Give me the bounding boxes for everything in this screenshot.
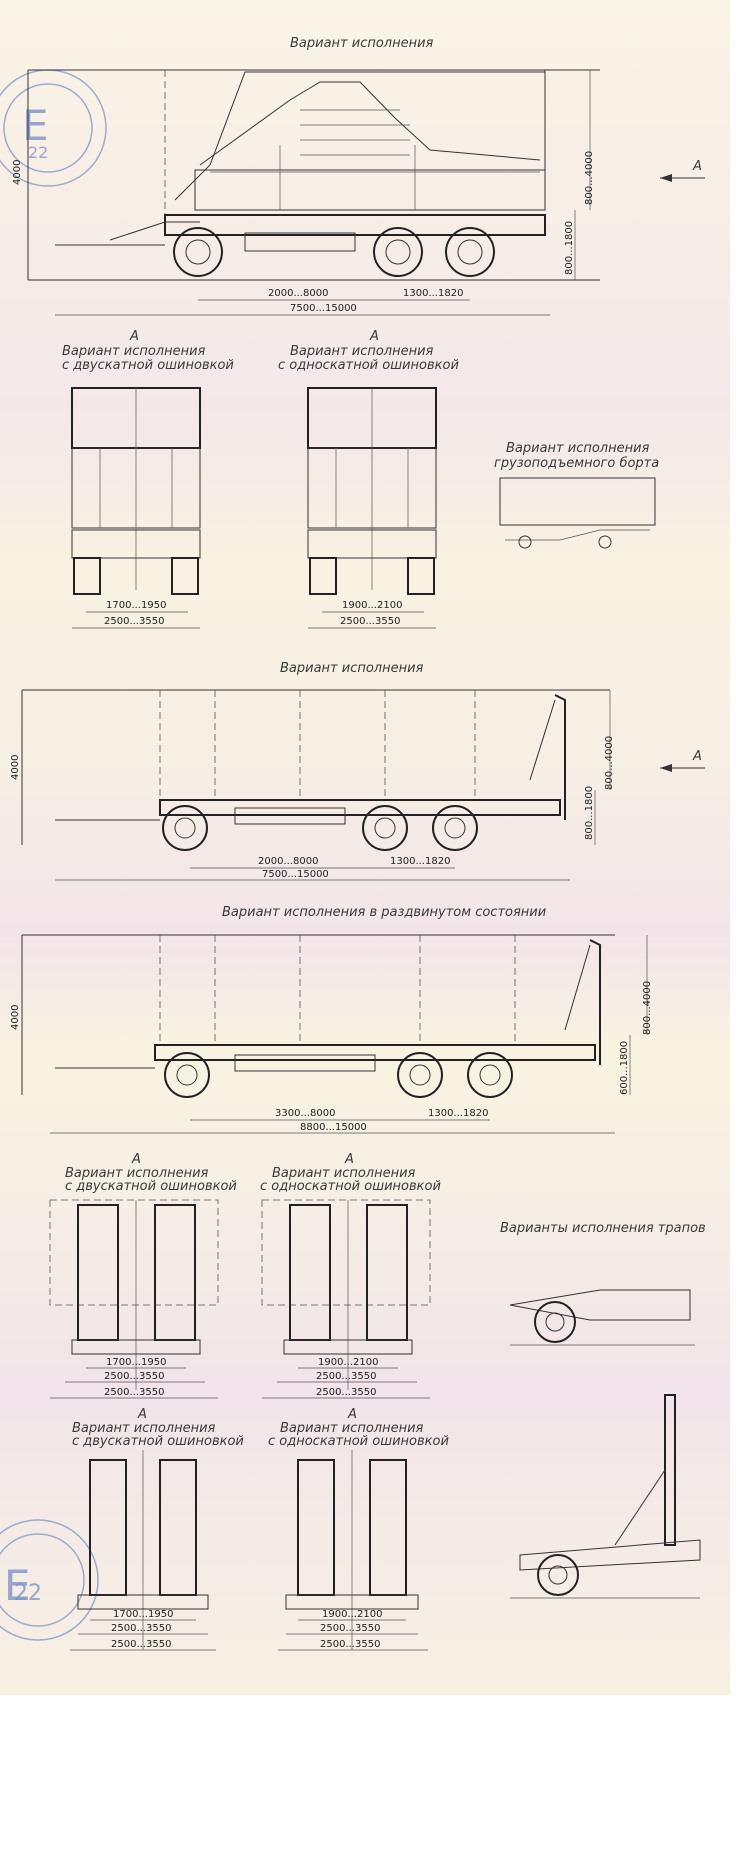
mid-title: Вариант исполнения bbox=[280, 661, 424, 676]
ramps-title: Варианты исполнения трапов bbox=[500, 1221, 706, 1236]
rear-views-row3: A Вариант исполнения с двускатной ошинов… bbox=[70, 1407, 449, 1651]
top-dim-length: 7500...15000 bbox=[290, 303, 357, 314]
stamp-number-2: 22 bbox=[14, 1581, 42, 1606]
top-title: Вариант исполнения bbox=[290, 36, 434, 51]
extended-side-view: Вариант исполнения в раздвинутом состоян… bbox=[10, 905, 653, 1134]
r1-mid-title1: Вариант исполнения bbox=[290, 344, 434, 359]
top-dim-body: 800...4000 bbox=[584, 151, 595, 205]
r3-mid-arrow: A bbox=[347, 1407, 357, 1422]
drawing-sheet: E 22 E 22 Вариант исполнения bbox=[0, 0, 730, 1695]
stamp-letter-2: E bbox=[4, 1561, 31, 1610]
stamp-top: E 22 bbox=[0, 69, 107, 187]
r1-mid-arrow: A bbox=[369, 329, 379, 344]
r1-mid-dim-inner: 1900...2100 bbox=[342, 600, 402, 611]
top-side-view: Вариант исполнения 2000...8000 1300...18… bbox=[12, 36, 705, 316]
stamp-letter: E bbox=[22, 101, 49, 150]
ext-dim-deck: 600...1800 bbox=[619, 1041, 630, 1095]
stamp-bottom: E 22 bbox=[0, 1519, 99, 1641]
r1-left-title1: Вариант исполнения bbox=[62, 344, 206, 359]
r1-right-title2: грузоподъемного борта bbox=[494, 456, 659, 471]
r2-left-arrow: A bbox=[131, 1152, 141, 1167]
mid-dim-length: 7500...15000 bbox=[262, 869, 329, 880]
technical-drawing: E 22 E 22 Вариант исполнения bbox=[0, 36, 706, 1651]
r3-mid-dim-inner: 1900...2100 bbox=[322, 1609, 382, 1620]
r3-mid-dim-outer: 2500...3550 bbox=[320, 1639, 380, 1650]
r2-left-dim-outer: 2500...3550 bbox=[104, 1387, 164, 1398]
r1-left-dim-outer: 2500...3550 bbox=[104, 616, 164, 627]
r2-mid-title1: Вариант исполнения bbox=[272, 1166, 416, 1181]
r1-left-title2: с двускатной ошиновкой bbox=[62, 358, 234, 373]
r1-mid-title2: с односкатной ошиновкой bbox=[278, 358, 459, 373]
r2-mid-dim-inner: 1900...2100 bbox=[318, 1357, 378, 1368]
mid-arrow-a: A bbox=[692, 749, 702, 764]
top-dim-axle: 1300...1820 bbox=[403, 288, 463, 299]
top-arrow-a: A bbox=[692, 159, 702, 174]
r3-left-dim-outer: 2500...3550 bbox=[111, 1639, 171, 1650]
r2-mid-dim-mid: 2500...3550 bbox=[316, 1371, 376, 1382]
mid-dim-wheelbase: 2000...8000 bbox=[258, 856, 318, 867]
r3-mid-dim-mid: 2500...3550 bbox=[320, 1623, 380, 1634]
ext-dim-body: 800...4000 bbox=[642, 981, 653, 1035]
r2-mid-dim-outer: 2500...3550 bbox=[316, 1387, 376, 1398]
ext-dim-length: 8800...15000 bbox=[300, 1122, 367, 1133]
ext-dim-axle: 1300...1820 bbox=[428, 1108, 488, 1119]
stamp-number: 22 bbox=[28, 143, 48, 162]
r1-right-title1: Вариант исполнения bbox=[506, 441, 650, 456]
ext-dim-wheelbase: 3300...8000 bbox=[275, 1108, 335, 1119]
r1-left-dim-inner: 1700...1950 bbox=[106, 600, 166, 611]
r2-left-dim-inner: 1700...1950 bbox=[106, 1357, 166, 1368]
r2-left-title1: Вариант исполнения bbox=[65, 1166, 209, 1181]
rear-views-row2: A Вариант исполнения с двускатной ошинов… bbox=[49, 1152, 706, 1599]
top-dim-height: 4000 bbox=[12, 160, 23, 185]
r2-left-dim-mid: 2500...3550 bbox=[104, 1371, 164, 1382]
top-dim-wheelbase: 2000...8000 bbox=[268, 288, 328, 299]
mid-dim-height: 4000 bbox=[10, 755, 21, 780]
r3-left-arrow: A bbox=[137, 1407, 147, 1422]
r1-mid-dim-outer: 2500...3550 bbox=[340, 616, 400, 627]
top-dim-deck: 800...1800 bbox=[564, 221, 575, 275]
r3-mid-title2: с односкатной ошиновкой bbox=[268, 1434, 449, 1449]
mid-dim-deck: 800...1800 bbox=[584, 786, 595, 840]
mid-dim-body: 800...4000 bbox=[604, 736, 615, 790]
r2-mid-title2: с односкатной ошиновкой bbox=[260, 1179, 441, 1194]
r3-left-title1: Вариант исполнения bbox=[72, 1421, 216, 1436]
r3-mid-title1: Вариант исполнения bbox=[280, 1421, 424, 1436]
r2-mid-arrow: A bbox=[344, 1152, 354, 1167]
r3-left-dim-inner: 1700...1950 bbox=[113, 1609, 173, 1620]
ext-dim-height: 4000 bbox=[10, 1005, 21, 1030]
r1-left-arrow: A bbox=[129, 329, 139, 344]
mid-side-view: Вариант исполнения 2000...8000 1300...18… bbox=[10, 661, 705, 881]
r3-left-title2: с двускатной ошиновкой bbox=[72, 1434, 244, 1449]
rear-views-row1: A Вариант исполнения с двускатной ошинов… bbox=[62, 329, 659, 629]
extended-title: Вариант исполнения в раздвинутом состоян… bbox=[222, 905, 546, 920]
mid-dim-axle: 1300...1820 bbox=[390, 856, 450, 867]
r2-left-title2: с двускатной ошиновкой bbox=[65, 1179, 237, 1194]
r3-left-dim-mid: 2500...3550 bbox=[111, 1623, 171, 1634]
